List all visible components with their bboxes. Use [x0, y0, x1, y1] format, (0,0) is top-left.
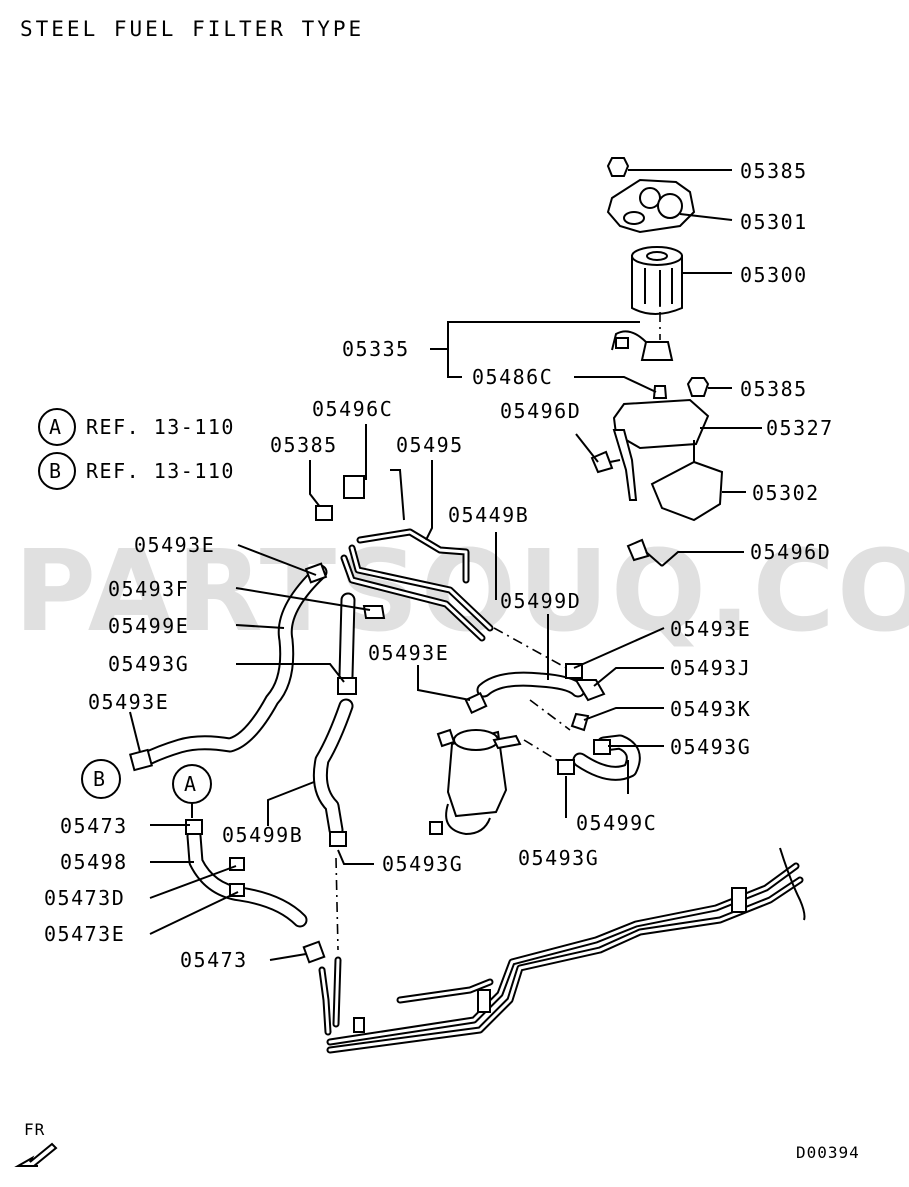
label-05496D-top[interactable]: 05496D [500, 399, 581, 423]
bolt-bottom [626, 538, 650, 562]
label-05496D-bottom[interactable]: 05496D [750, 540, 831, 564]
clamp-05493G-a [337, 677, 357, 695]
filter-assembly-drawing [590, 157, 724, 567]
label-05486C[interactable]: 05486C [472, 365, 553, 389]
label-05385-left[interactable]: 05385 [270, 433, 338, 457]
label-05300[interactable]: 05300 [740, 263, 808, 287]
ref-text-a: REF. 13-110 [86, 415, 235, 439]
clamp-05473-a [185, 819, 203, 835]
cap-nut-right [686, 377, 710, 397]
label-05473-a[interactable]: 05473 [60, 814, 128, 838]
clamp-05473-b [302, 940, 326, 964]
clamp-05493G-c [329, 831, 347, 847]
clamp-05493K [570, 712, 590, 732]
front-direction-indicator: FR [14, 1120, 58, 1167]
label-05493G-a[interactable]: 05493G [108, 652, 189, 676]
label-05449B[interactable]: 05449B [448, 503, 529, 527]
label-05385-right[interactable]: 05385 [740, 377, 808, 401]
label-05495[interactable]: 05495 [396, 433, 464, 457]
diagram-title: STEEL FUEL FILTER TYPE [20, 17, 364, 41]
marker-b-letter: B [93, 767, 107, 791]
label-05335[interactable]: 05335 [342, 337, 410, 361]
cap-nut-left [315, 505, 333, 521]
label-05493E-a[interactable]: 05493E [134, 533, 215, 557]
reference-a[interactable]: A REF. 13-110 [38, 408, 235, 446]
leader-lines [129, 169, 762, 961]
ref-circle-b [38, 452, 76, 490]
clamp-05493E-c [464, 691, 488, 715]
bolt-top [590, 450, 614, 474]
label-05499D[interactable]: 05499D [500, 589, 581, 613]
clamp-05493G-b [593, 739, 611, 755]
front-label: FR [24, 1120, 45, 1139]
clamp-05493G-d [557, 759, 575, 775]
sedimenter-drawing [429, 728, 522, 836]
label-05499E[interactable]: 05499E [108, 614, 189, 638]
pipe-drawing [318, 528, 806, 1054]
label-05493G-b[interactable]: 05493G [670, 735, 751, 759]
label-05493G-c[interactable]: 05493G [382, 852, 463, 876]
ref-text-b: REF. 13-110 [86, 459, 235, 483]
label-05493E-c[interactable]: 05493E [368, 641, 449, 665]
label-05499C[interactable]: 05499C [576, 811, 657, 835]
mount-bracket [650, 460, 724, 522]
clamp-05493E-a [304, 562, 328, 584]
label-05493F[interactable]: 05493F [108, 577, 189, 601]
ref-circle-a [38, 408, 76, 446]
label-05493K[interactable]: 05493K [670, 697, 751, 721]
sedimenter-body [446, 730, 508, 818]
clamps [129, 562, 611, 964]
label-05493E-d[interactable]: 05493E [670, 617, 751, 641]
joint-05493F [362, 605, 386, 619]
cap-nut-top [606, 157, 630, 177]
marker-b[interactable]: B [81, 759, 121, 799]
drawing-code: D00394 [796, 1143, 860, 1162]
clamp-05493E-d [565, 663, 583, 679]
ref-circle-a-letter: A [49, 415, 63, 439]
label-05498[interactable]: 05498 [60, 850, 128, 874]
label-05493G-d[interactable]: 05493G [518, 846, 599, 870]
label-05473-b[interactable]: 05473 [180, 948, 248, 972]
label-05493J[interactable]: 05493J [670, 656, 751, 680]
joint-05493J [574, 679, 606, 702]
marker-a-letter: A [184, 772, 198, 796]
part-labels: 05385 05301 05300 05335 05486C 05385 054… [44, 159, 834, 972]
label-05473D[interactable]: 05473D [44, 886, 125, 910]
label-05327[interactable]: 05327 [766, 416, 834, 440]
front-arrow-icon [14, 1142, 58, 1167]
clamp-05473E [229, 883, 245, 897]
centre-lines [335, 290, 661, 951]
label-05473E[interactable]: 05473E [44, 922, 125, 946]
water-sensor [640, 341, 674, 361]
marker-a[interactable]: A [172, 764, 212, 804]
label-05496C[interactable]: 05496C [312, 397, 393, 421]
label-05302[interactable]: 05302 [752, 481, 820, 505]
label-05499B[interactable]: 05499B [222, 823, 303, 847]
label-05493E-b[interactable]: 05493E [88, 690, 169, 714]
label-05385-top[interactable]: 05385 [740, 159, 808, 183]
reference-b[interactable]: B REF. 13-110 [38, 452, 235, 490]
clamp-05493E-b [129, 748, 153, 772]
label-05301[interactable]: 05301 [740, 210, 808, 234]
bolt-05496C [343, 475, 365, 499]
ref-circle-b-letter: B [49, 459, 63, 483]
